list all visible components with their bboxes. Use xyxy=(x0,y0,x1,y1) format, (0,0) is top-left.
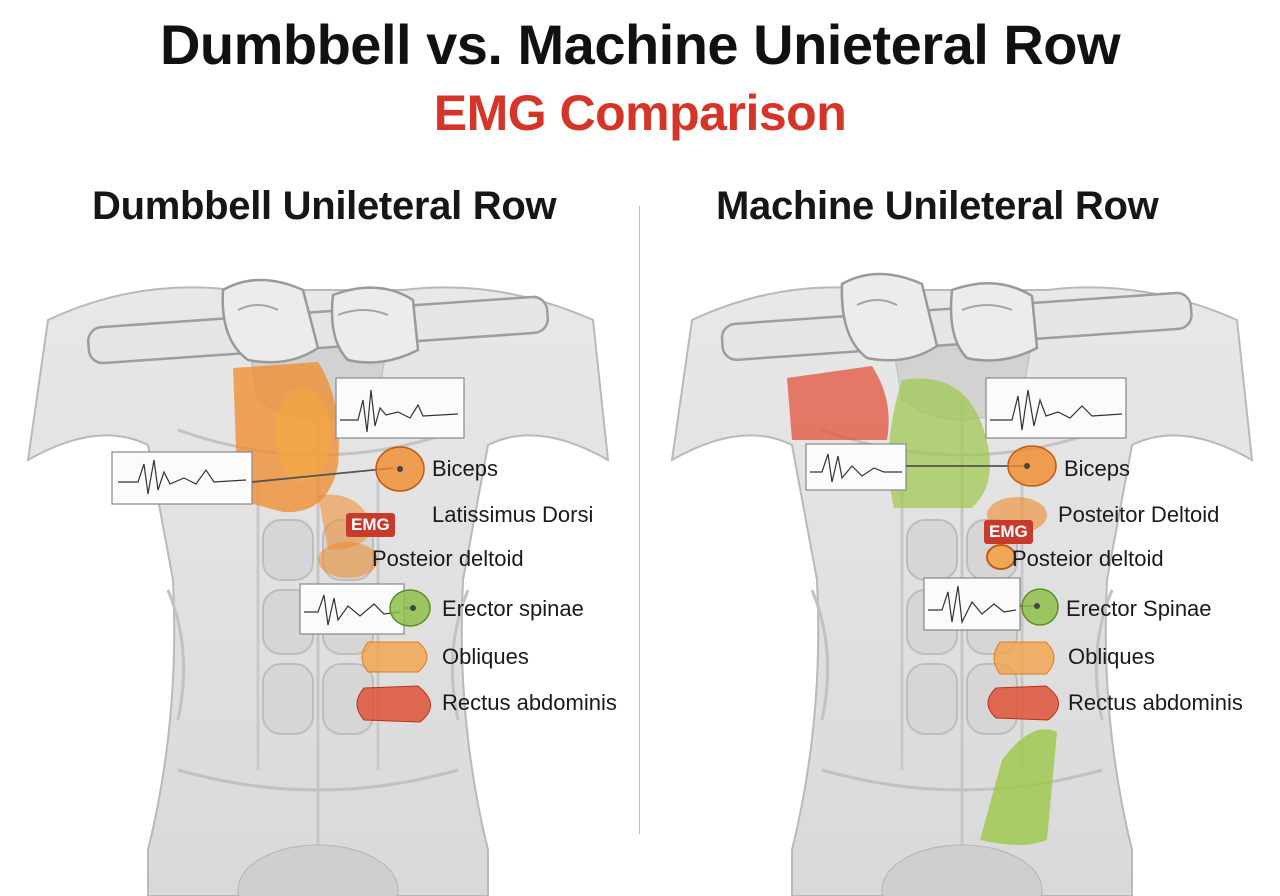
left-label-latissimus-dorsi: Latissimus Dorsi xyxy=(432,502,594,527)
emg-waveforms xyxy=(810,389,1123,625)
barbell-and-hands xyxy=(720,272,1193,362)
left-label-posterior-deltoid: Posteior deltoid xyxy=(372,546,524,571)
muscle-markers xyxy=(356,446,431,723)
muscle-highlights xyxy=(787,366,1057,845)
right-panel-title: Machine Unileteral Row xyxy=(716,184,1159,228)
barbell-and-hands xyxy=(86,278,550,365)
emg-waveforms xyxy=(118,389,459,626)
panel-divider xyxy=(639,206,640,834)
right-label-obliques: Obliques xyxy=(1068,644,1155,669)
left-label-rectus-abdominis: Rectus abdominis xyxy=(442,690,617,715)
right-label-rectus-abdominis: Rectus abdominis xyxy=(1068,690,1243,715)
main-title: Dumbbell vs. Machine Unieteral Row xyxy=(159,13,1121,76)
left-label-biceps: Biceps xyxy=(432,456,499,481)
right-label-posterior-deltoid-upper: Posteitor Deltoid xyxy=(1058,502,1220,527)
left-emg-badge: EMG xyxy=(346,513,395,537)
muscle-markers xyxy=(986,445,1059,721)
right-emg-badge: EMG xyxy=(984,520,1033,544)
emg-traces xyxy=(805,377,1127,631)
right-label-posterior-deltoid: Posteior deltoid xyxy=(1012,546,1164,571)
right-label-biceps: Biceps xyxy=(1064,456,1131,481)
muscle-highlights xyxy=(233,362,378,578)
right-label-erector-spinae: Erector Spinae xyxy=(1066,596,1212,621)
left-label-obliques: Obliques xyxy=(442,644,529,669)
dumbbell-row-anatomy-illustration xyxy=(26,278,610,896)
machine-row-anatomy-illustration xyxy=(670,272,1254,896)
left-panel-title: Dumbbell Unileteral Row xyxy=(92,184,557,228)
left-label-erector-spinae: Erector spinae xyxy=(442,596,584,621)
main-subtitle: EMG Comparison xyxy=(433,85,847,141)
